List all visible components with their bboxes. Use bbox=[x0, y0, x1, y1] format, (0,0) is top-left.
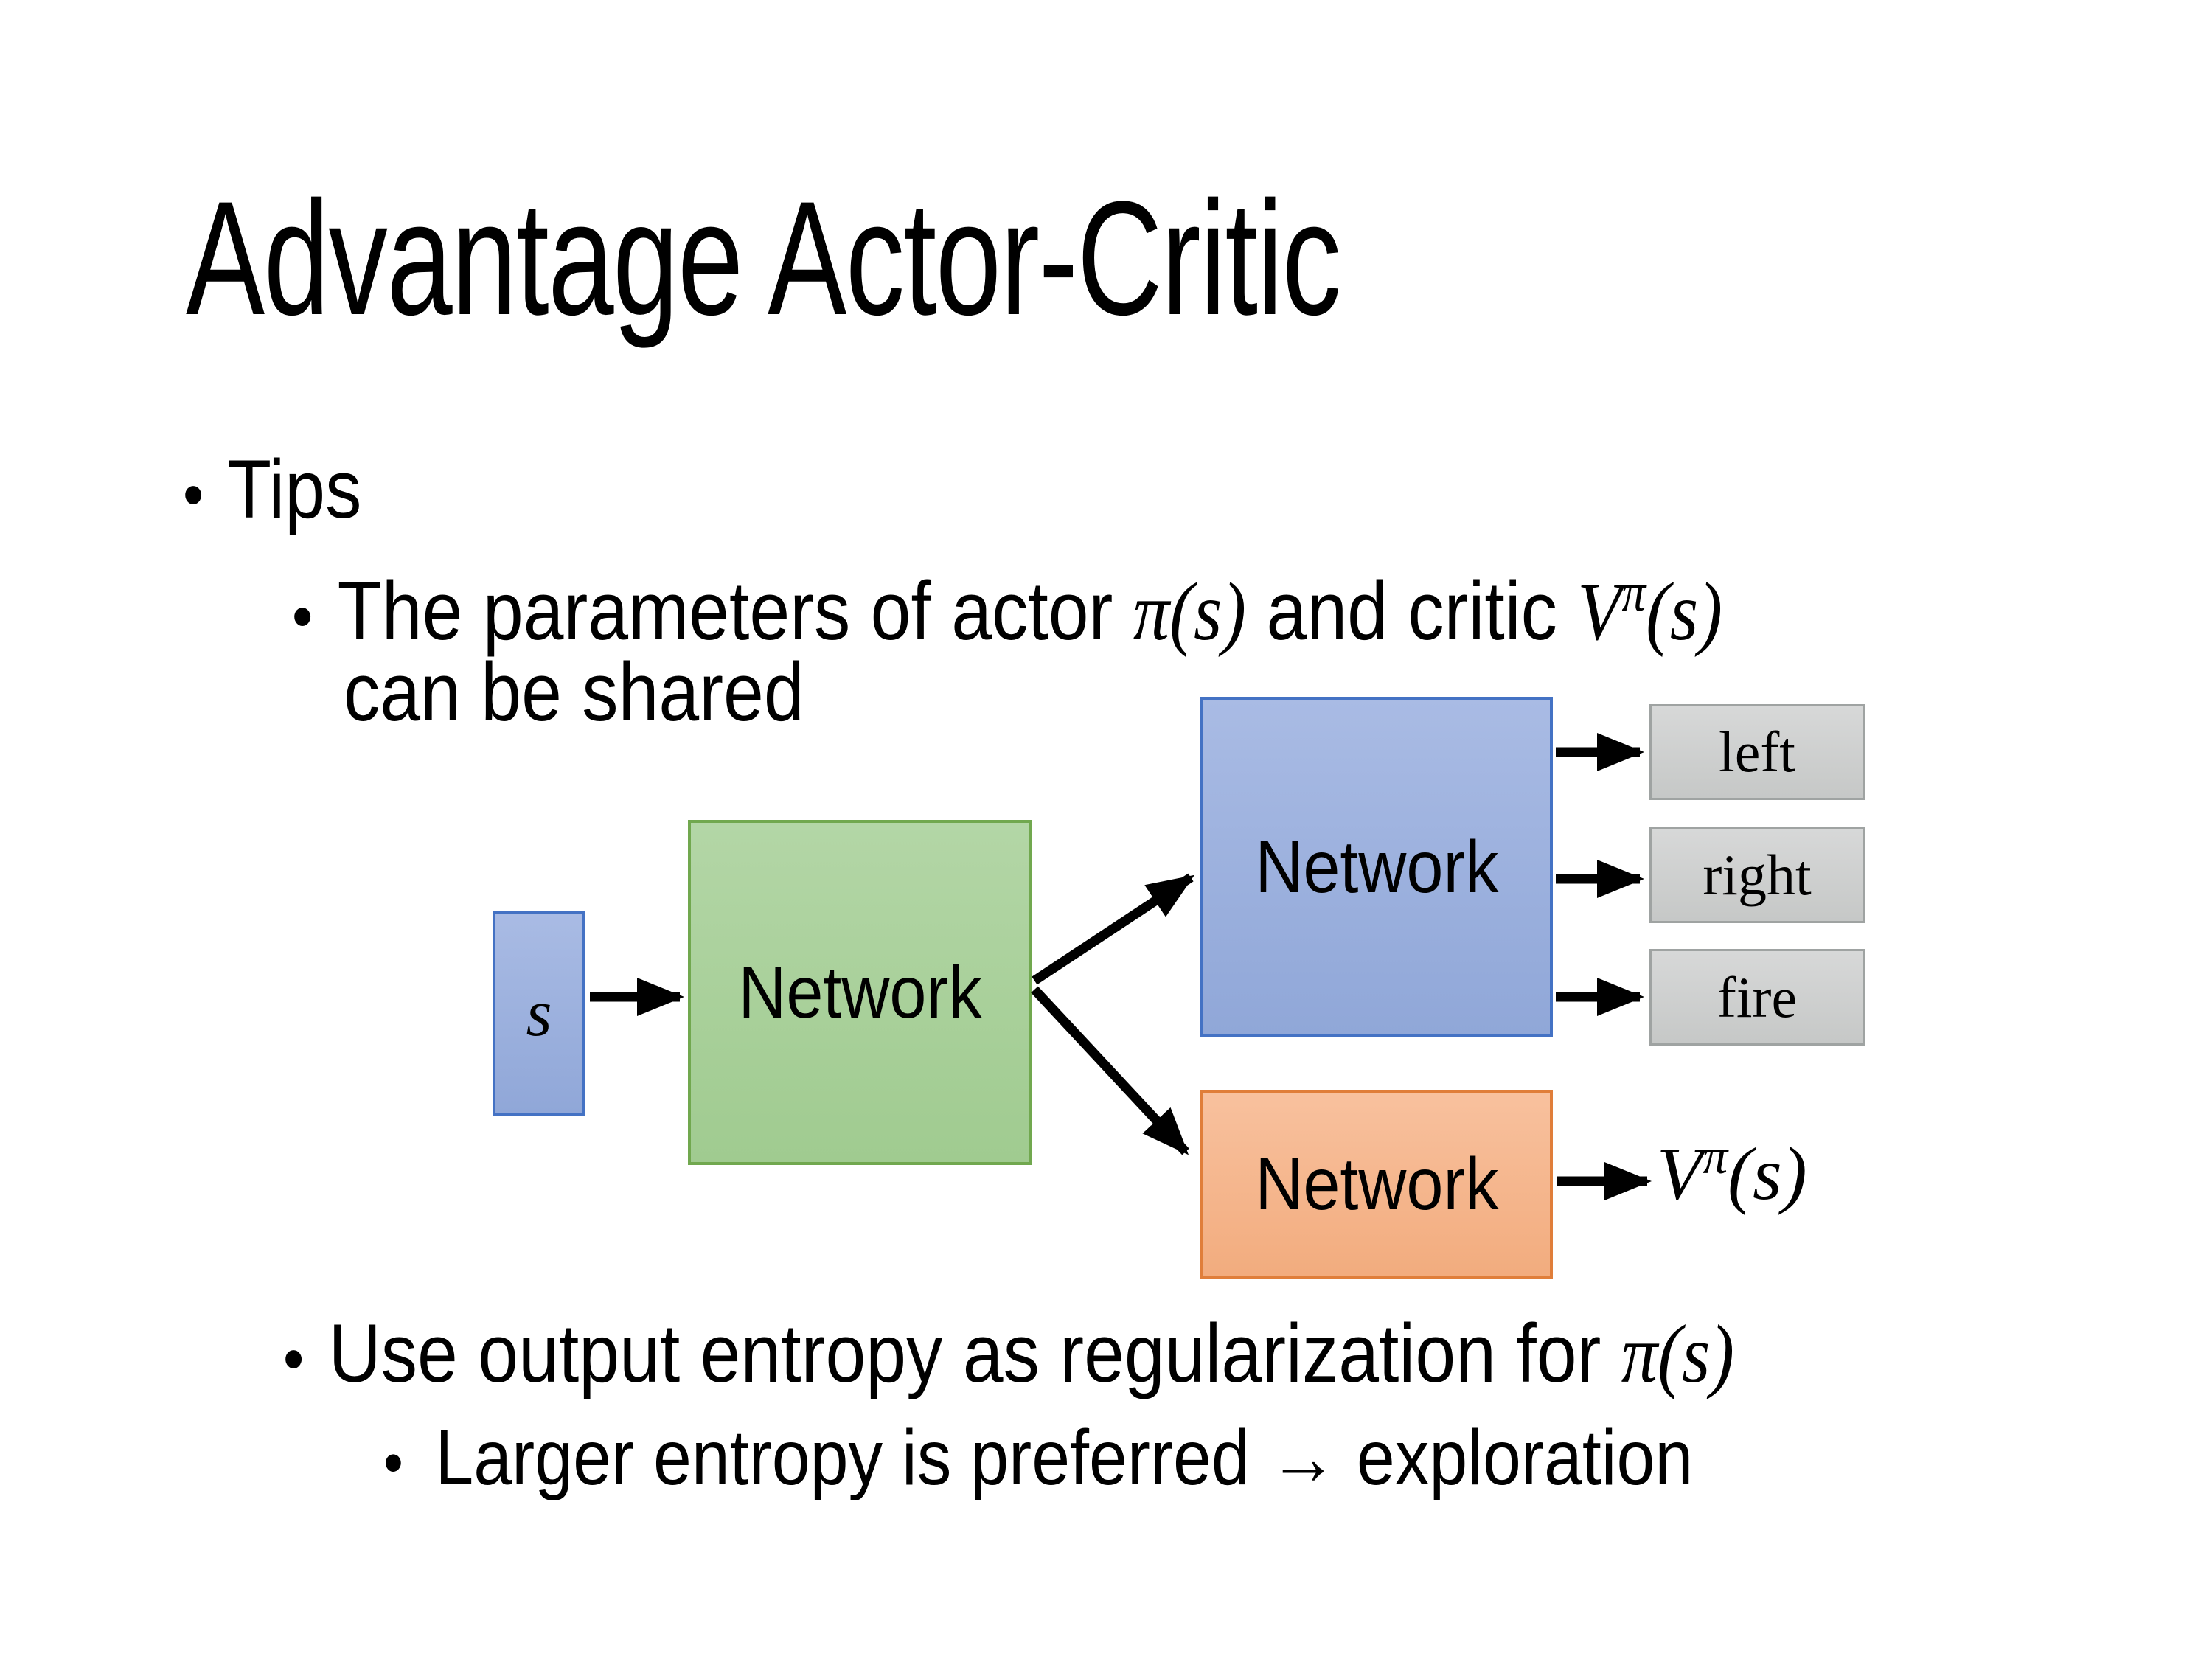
shared-network-label: Network bbox=[738, 950, 982, 1034]
critic-value-args: (s) bbox=[1646, 566, 1723, 658]
critic-output-base: V bbox=[1657, 1133, 1703, 1216]
bullet-parameters-shared: • The parameters of actor π(s) and critic… bbox=[292, 564, 1722, 660]
state-input-box: s bbox=[493, 911, 585, 1116]
action-box-right: right bbox=[1649, 827, 1865, 923]
bullet-marker: • bbox=[383, 1427, 403, 1498]
action-box-left: left bbox=[1649, 704, 1865, 800]
larger-entropy-label: Larger entropy is preferred → exploratio… bbox=[435, 1414, 1694, 1501]
critic-value-math: Vπ(s) bbox=[1577, 566, 1722, 658]
critic-value-sup: π bbox=[1621, 562, 1646, 623]
critic-value-base: V bbox=[1577, 566, 1622, 658]
critic-output-label: Vπ(s) bbox=[1657, 1132, 1807, 1212]
entropy-text-pre: Use output entropy as regularization for bbox=[328, 1307, 1621, 1399]
critic-network-label: Network bbox=[1254, 1142, 1499, 1225]
entropy-policy-math: π(s) bbox=[1621, 1309, 1735, 1400]
bullet-marker: • bbox=[183, 457, 204, 532]
bullet-marker: • bbox=[292, 579, 313, 654]
parameters-text-line2: can be shared bbox=[344, 646, 804, 738]
page-title: Advantage Actor-Critic bbox=[186, 167, 1341, 349]
bullet-tips: • Tips bbox=[183, 442, 361, 538]
bullet-entropy-regularization: • Use output entropy as regularization fo… bbox=[283, 1307, 1734, 1402]
actor-policy-math: π(s) bbox=[1133, 566, 1247, 658]
bullet-marker: • bbox=[283, 1321, 305, 1397]
actor-network-label: Network bbox=[1254, 825, 1499, 908]
action-label-fire: fire bbox=[1717, 964, 1798, 1029]
critic-network-box: Network bbox=[1200, 1090, 1553, 1279]
bullet-larger-entropy: • Larger entropy is preferred → explorati… bbox=[383, 1413, 1693, 1503]
state-input-label: s bbox=[526, 976, 552, 1050]
action-label-left: left bbox=[1719, 720, 1795, 784]
action-label-right: right bbox=[1703, 842, 1812, 907]
arrow-shared-to-critic bbox=[1031, 986, 1189, 1155]
bullet-tips-label: Tips bbox=[226, 443, 362, 535]
actor-network-box: Network bbox=[1200, 697, 1553, 1037]
action-box-fire: fire bbox=[1649, 949, 1865, 1046]
shared-network-box: Network bbox=[688, 820, 1032, 1165]
critic-output-args: (s) bbox=[1728, 1133, 1807, 1216]
parameters-text-pre: The parameters of actor bbox=[337, 565, 1133, 657]
bullet-parameters-shared-line2: can be shared bbox=[344, 645, 804, 740]
critic-output-sup: π bbox=[1703, 1129, 1728, 1184]
parameters-text-mid: and critic bbox=[1246, 565, 1578, 657]
arrow-shared-to-actor bbox=[1032, 873, 1195, 985]
